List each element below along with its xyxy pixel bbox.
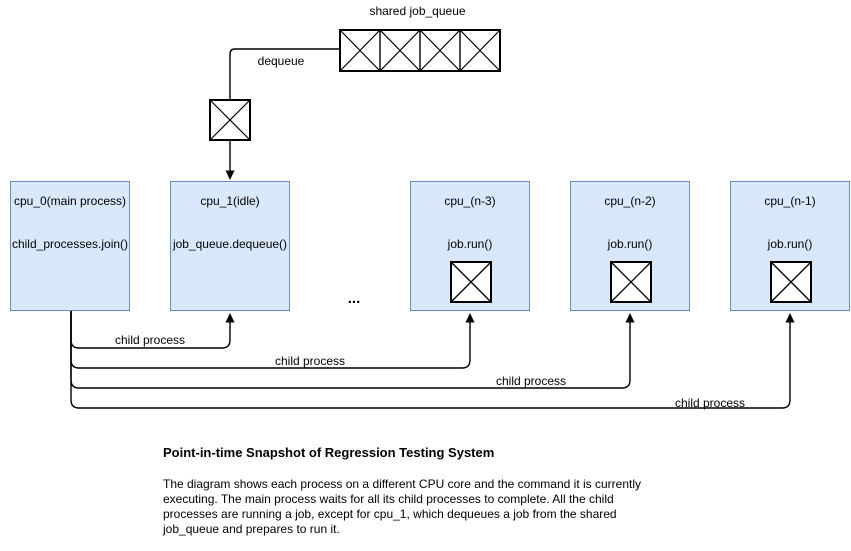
cpu-1-command: job_queue.dequeue() [172, 237, 288, 251]
cpu-n1-box: cpu_(n-1) job.run() [730, 181, 850, 311]
child-process-label-1: child process [114, 333, 186, 347]
more-cpus-ellipsis: ... [347, 290, 361, 307]
child-process-label-3: child process [495, 374, 567, 388]
child-process-connector-4 [70, 311, 795, 409]
cpu-n1-title: cpu_(n-1) [764, 194, 816, 208]
queue-cell-x-icon [339, 29, 501, 72]
cpu-n2-command: job.run() [607, 237, 653, 251]
caption-body: The diagram shows each process on a diff… [163, 477, 641, 537]
cpu-0-command: child_processes.join() [11, 237, 129, 251]
cpu-1-box: cpu_1(idle) job_queue.dequeue() [170, 181, 290, 311]
job-box-icon [450, 261, 492, 303]
cpu-0-box: cpu_0(main process) child_processes.join… [10, 181, 130, 311]
shared-job-queue-label: shared job_queue [369, 4, 466, 18]
cpu-1-title: cpu_1(idle) [200, 194, 260, 208]
job-to-cpu1-arrow [225, 140, 235, 180]
shared-job-queue-shape [339, 29, 501, 72]
dequeue-label: dequeue [257, 54, 305, 68]
dequeued-job-box-icon [209, 99, 251, 141]
child-process-label-4: child process [674, 396, 746, 410]
cpu-n3-command: job.run() [447, 237, 493, 251]
caption-body-line: executing. The main process waits for al… [163, 492, 614, 506]
caption-body-line: processes are running a job, except for … [163, 507, 617, 521]
cpu-n3-box: cpu_(n-3) job.run() [410, 181, 530, 311]
child-process-label-2: child process [274, 354, 346, 368]
job-box-icon [770, 261, 812, 303]
job-box-icon [610, 261, 652, 303]
caption-body-line: The diagram shows each process on a diff… [163, 477, 642, 491]
caption-body-line: job_queue and prepares to run it. [163, 522, 340, 536]
cpu-n2-title: cpu_(n-2) [604, 194, 656, 208]
cpu-n3-title: cpu_(n-3) [444, 194, 496, 208]
cpu-0-title: cpu_0(main process) [13, 194, 127, 208]
cpu-n2-box: cpu_(n-2) job.run() [570, 181, 690, 311]
cpu-n1-command: job.run() [767, 237, 813, 251]
caption-title: Point-in-time Snapshot of Regression Tes… [163, 445, 495, 460]
